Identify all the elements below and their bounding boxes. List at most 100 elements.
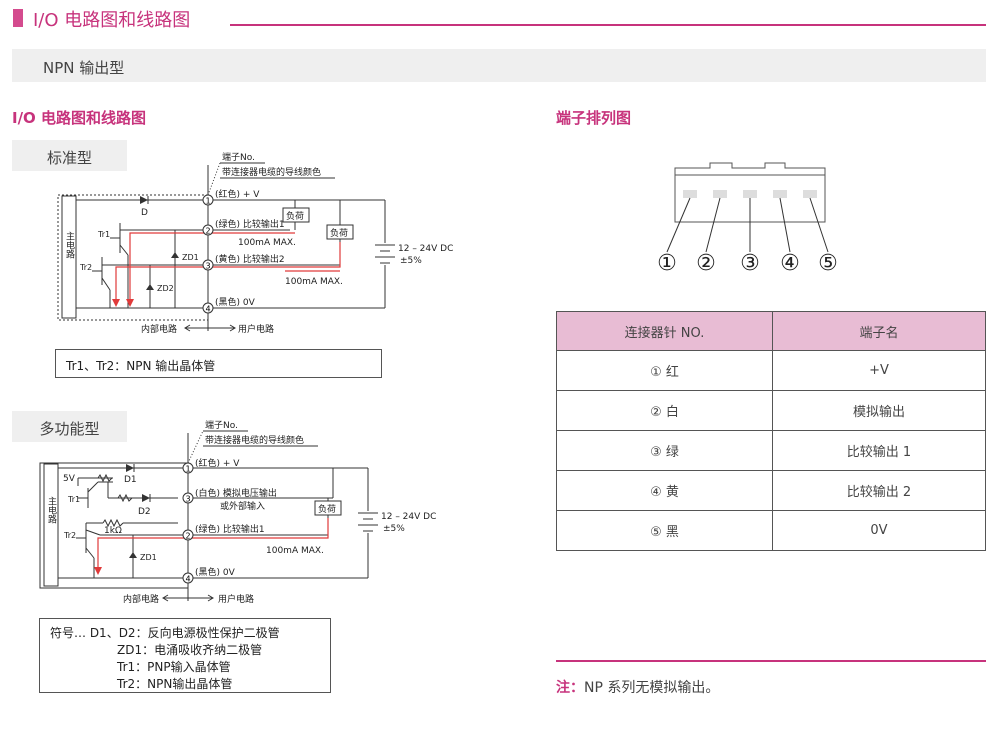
table-row: ④ 黄 比较输出 2 <box>556 470 986 511</box>
std-zd2-label: ZD2 <box>157 284 174 293</box>
table-row: ① 红 +V <box>556 350 986 391</box>
pin-cell: ② 白 <box>556 390 773 431</box>
multi-max: 100mA MAX. <box>266 546 324 556</box>
pin-cell: ① 红 <box>556 350 773 391</box>
multi-load-label: 负荷 <box>318 503 336 515</box>
multi-t3-label-2: 或外部输入 <box>220 500 265 512</box>
std-max1: 100mA MAX. <box>238 238 296 248</box>
connector-pin-2: ② <box>696 251 716 276</box>
multi-load-box <box>314 500 342 516</box>
multi-term-3-num: 3 <box>185 495 190 504</box>
zener-zd1-symbol <box>171 252 179 258</box>
footnote-label: 注： <box>556 680 584 696</box>
std-term-2-num: 2 <box>205 227 210 236</box>
table-row: ② 白 模拟输出 <box>556 390 986 431</box>
multi-wire-color-label: 带连接器电缆的导线颜色 <box>205 434 304 446</box>
zener-zd1-symbol <box>129 552 137 558</box>
pin-table-header-pin: 连接器针 NO. <box>556 311 773 351</box>
footnote: 注：NP 系列无模拟输出。 <box>556 677 719 697</box>
std-supply: 12 – 24V DC <box>398 244 453 254</box>
zener-zd2-symbol <box>146 284 154 290</box>
pin-table-header-name: 端子名 <box>772 311 986 351</box>
multi-t2-label: (绿色) 比较输出1 <box>195 523 265 535</box>
standard-circuit-diagram: 1 2 3 4 端子No. 带连接器电缆的导线颜色 (红色) + V (绿色) … <box>57 151 453 335</box>
std-zd1-label: ZD1 <box>182 253 199 262</box>
connector-pin-1: ① <box>657 251 677 276</box>
pin-table: 连接器针 NO. 端子名 ① 红 +V ② 白 模拟输出 ③ 绿 比较输出 1 … <box>556 311 986 551</box>
terminal-name-cell: 比较输出 1 <box>772 430 986 471</box>
multi-supply-tol: ±5% <box>383 524 405 534</box>
multi-term-2-num: 2 <box>185 532 190 541</box>
standard-note-box: Tr1、Tr2：NPN 输出晶体管 <box>55 349 382 378</box>
std-term-4-num: 4 <box>205 305 210 314</box>
std-tr2-label: Tr2 <box>79 263 92 272</box>
std-supply-tol: ±5% <box>400 256 422 266</box>
footnote-rule <box>556 660 986 662</box>
terminal-name-cell: 0V <box>772 510 986 551</box>
multi-note-2: ZD1：电涌吸收齐纳二极管 <box>117 643 263 657</box>
header-rule <box>230 24 986 26</box>
std-term-1-num: 1 <box>205 197 210 206</box>
multi-supply: 12 – 24V DC <box>381 512 436 522</box>
multi-circuit-diagram: 1 3 2 4 端子No. 带连接器电缆的导线颜色 (红色) + V (白色) … <box>39 419 436 605</box>
multi-tr2-label: Tr2 <box>63 531 76 540</box>
std-max2: 100mA MAX. <box>285 277 343 287</box>
load-box-1 <box>282 207 310 223</box>
std-user-label: 用户电路 <box>238 323 274 335</box>
multi-term-1-num: 1 <box>185 465 190 474</box>
diode-d-symbol <box>140 196 148 204</box>
table-row: ③ 绿 比较输出 1 <box>556 430 986 471</box>
multi-terminal-no: 端子No. <box>205 419 238 431</box>
multi-note-4: Tr2：NPN输出晶体管 <box>117 677 233 691</box>
multi-main-circuit-label: 主电路 <box>46 495 57 524</box>
pin-cell: ⑤ 黑 <box>556 510 773 551</box>
pin-cell: ③ 绿 <box>556 430 773 471</box>
multi-t3-label: (白色) 模拟电压输出 <box>195 487 277 499</box>
right-section-title: 端子排列图 <box>556 109 632 127</box>
connector-pin-5: ⑤ <box>818 251 838 276</box>
std-t3-label: (黄色) 比较输出2 <box>215 253 285 265</box>
multi-d1-label: D1 <box>124 475 137 485</box>
left-section-title: I/O 电路图和线路图 <box>12 109 147 127</box>
footnote-text: NP 系列无模拟输出。 <box>584 680 720 696</box>
multi-note-box: 符号… D1、D2：反向电源极性保护二极管 ZD1：电涌吸收齐纳二极管 Tr1：… <box>39 618 331 693</box>
std-main-circuit-label: 主电路 <box>64 230 75 259</box>
standard-tag: 标准型 <box>12 140 127 171</box>
multi-d2-label: D2 <box>138 507 151 517</box>
multi-t4-label: (黑色) 0V <box>195 566 236 578</box>
connector-pin-4: ④ <box>780 251 800 276</box>
pin-table-header-row: 连接器针 NO. 端子名 <box>556 311 986 351</box>
multi-tag: 多功能型 <box>12 411 127 442</box>
multi-1k-label: 1kΩ <box>104 526 122 536</box>
std-wire-color-label: 带连接器电缆的导线颜色 <box>222 166 321 178</box>
multi-note-3: Tr1：PNP输入晶体管 <box>117 660 231 674</box>
std-diode-label: D <box>141 208 148 218</box>
multi-internal-label: 内部电路 <box>123 593 159 605</box>
multi-note-1: 符号… D1、D2：反向电源极性保护二极管 <box>50 626 280 640</box>
subheader-bar <box>12 49 986 82</box>
load-box-2 <box>326 224 354 240</box>
std-load1-label: 负荷 <box>286 210 304 222</box>
std-term-3-num: 3 <box>205 262 210 271</box>
multi-tr1-label: Tr1 <box>67 495 80 504</box>
std-t4-label: (黑色) 0V <box>215 296 256 308</box>
terminal-name-cell: 模拟输出 <box>772 390 986 431</box>
page-title: I/O 电路图和线路图 <box>33 10 191 31</box>
std-tr1-label: Tr1 <box>97 230 110 239</box>
pin-cell: ④ 黄 <box>556 470 773 511</box>
multi-zd1-label: ZD1 <box>140 553 157 562</box>
std-t1-label: (红色) + V <box>215 188 260 200</box>
multi-user-label: 用户电路 <box>218 593 254 605</box>
terminal-name-cell: +V <box>772 350 986 391</box>
standard-note: Tr1、Tr2：NPN 输出晶体管 <box>66 359 216 373</box>
diode-d2-symbol <box>142 494 150 502</box>
std-t2-label: (绿色) 比较输出1 <box>215 218 285 230</box>
connector-diagram: ① ② ③ ④ ⑤ <box>657 162 838 276</box>
std-load2-label: 负荷 <box>330 227 348 239</box>
std-terminal-no: 端子No. <box>222 151 255 163</box>
header-marker <box>13 9 23 27</box>
diode-d1-symbol <box>126 464 134 472</box>
multi-term-4-num: 4 <box>185 575 190 584</box>
multi-t1-label: (红色) + V <box>195 457 240 469</box>
multi-5v-label: 5V <box>63 474 76 484</box>
